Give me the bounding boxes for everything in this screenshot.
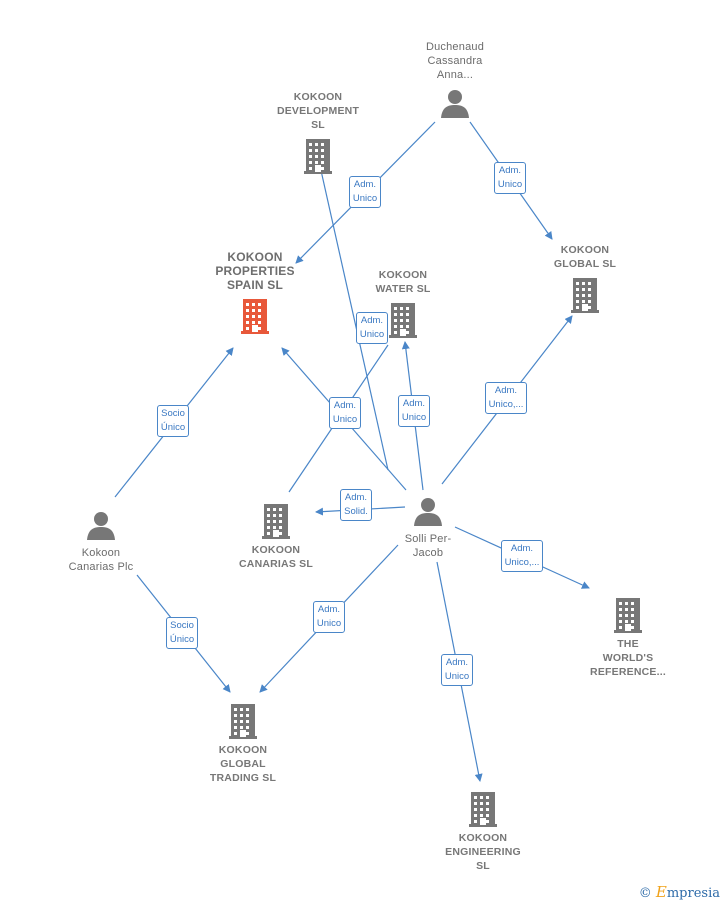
edge-label-e2[interactable]: Adm. Unico xyxy=(493,162,527,194)
edge-label-e12[interactable]: Adm. Unico xyxy=(440,654,474,686)
person-icon xyxy=(440,88,470,122)
edge-label-e1[interactable]: Adm. Unico xyxy=(348,176,382,208)
person-icon xyxy=(86,510,116,544)
building-icon xyxy=(261,503,291,543)
edge-label-e5[interactable]: Adm. Unico xyxy=(328,397,362,429)
copyright-icon: © xyxy=(638,886,652,901)
edge-label-e7[interactable]: Adm. Unico,... xyxy=(484,382,528,414)
building-icon xyxy=(613,597,643,637)
edge-label-e11[interactable]: Socio Único xyxy=(165,617,199,649)
person-icon xyxy=(413,496,443,530)
person-name[interactable]: Solli Per- Jacob xyxy=(404,533,452,559)
company-name[interactable]: KOKOON WATER SL xyxy=(375,269,431,295)
edge-label-e6[interactable]: Adm. Unico xyxy=(397,395,431,427)
building-icon xyxy=(228,703,258,743)
company-name[interactable]: KOKOON DEVELOPMENT SL xyxy=(276,91,360,131)
edge-line-e3 xyxy=(317,165,389,471)
building-icon xyxy=(468,791,498,831)
building-icon xyxy=(303,138,333,178)
empresia-logo: © Empresia xyxy=(638,883,720,901)
company-name[interactable]: KOKOON PROPERTIES SPAIN SL xyxy=(215,250,295,292)
edge-label-e8[interactable]: Adm. Solid. xyxy=(340,489,372,521)
building-icon xyxy=(388,302,418,342)
company-name[interactable]: THE WORLD'S REFERENCE... xyxy=(590,638,666,678)
edge-label-e9[interactable]: Adm. Unico,... xyxy=(500,540,544,572)
person-name[interactable]: Duchenaud Cassandra Anna... xyxy=(425,41,485,81)
edge-label-e10[interactable]: Adm. Unico xyxy=(312,601,346,633)
company-name[interactable]: KOKOON GLOBAL TRADING SL xyxy=(209,744,277,784)
edge-label-e3[interactable]: Adm. Unico xyxy=(355,312,389,344)
edge-label-e4[interactable]: Socio Único xyxy=(156,405,190,437)
building-icon xyxy=(240,298,270,338)
company-name[interactable]: KOKOON ENGINEERING SL xyxy=(445,832,521,872)
person-name[interactable]: Kokoon Canarias Plc xyxy=(68,547,134,573)
building-icon xyxy=(570,277,600,317)
company-name[interactable]: KOKOON CANARIAS SL xyxy=(239,544,313,570)
company-name[interactable]: KOKOON GLOBAL SL xyxy=(553,244,617,270)
